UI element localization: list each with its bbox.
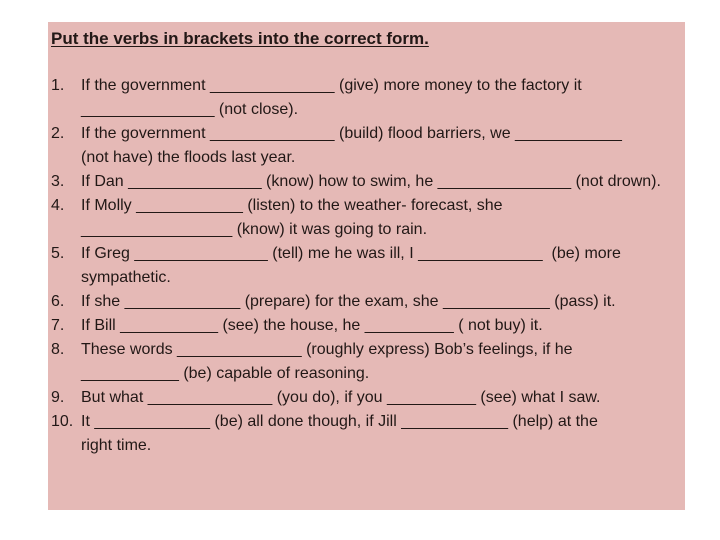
item-lines: If Greg _______________ (tell) me he was… (81, 242, 681, 290)
exercise-line: If Greg _______________ (tell) me he was… (81, 245, 621, 262)
exercise-item: 9. But what ______________ (you do), if y… (51, 386, 681, 410)
exercise-line: _________________ (know) it was going to… (81, 221, 428, 238)
exercise-item: 7. If Bill ___________ (see) the house, h… (51, 314, 681, 338)
exercise-line: ___________ (be) capable of reasoning. (81, 365, 370, 382)
item-number: 7. (51, 317, 65, 334)
exercise-item: 5. If Greg _______________ (tell) me he w… (51, 242, 681, 290)
exercise-item: 4. If Molly ____________ (listen) to the … (51, 194, 681, 242)
item-lines: If Bill ___________ (see) the house, he … (81, 314, 681, 338)
exercise-item: 1. If the government ______________ (give… (51, 74, 681, 122)
exercise-item: 3. If Dan _______________ (know) how to s… (51, 170, 681, 194)
exercise-list: 1. If the government ______________ (give… (51, 74, 681, 458)
exercise-line: It _____________ (be) all done though, i… (81, 413, 598, 430)
exercise-item: 8. These words ______________ (roughly ex… (51, 338, 681, 386)
item-number: 8. (51, 341, 65, 358)
item-number: 9. (51, 389, 65, 406)
item-number: 5. (51, 245, 65, 262)
exercise-item: 6. If she _____________ (prepare) for the… (51, 290, 681, 314)
exercise-line: _______________ (not close). (81, 101, 299, 118)
exercise-line: If Molly ____________ (listen) to the we… (81, 197, 503, 214)
item-lines: If Molly ____________ (listen) to the we… (81, 194, 681, 242)
exercise-item: 10. It _____________ (be) all done though… (51, 410, 681, 458)
item-lines: These words ______________ (roughly expr… (81, 338, 681, 386)
item-number: 1. (51, 77, 65, 94)
exercise-line: If she _____________ (prepare) for the e… (81, 293, 616, 310)
slide-content-panel: Put the verbs in brackets into the corre… (48, 22, 685, 510)
exercise-line: If the government ______________ (build)… (81, 125, 622, 142)
item-lines: If the government ______________ (build)… (81, 122, 681, 170)
item-lines: If she _____________ (prepare) for the e… (81, 290, 681, 314)
item-number: 4. (51, 197, 65, 214)
item-lines: If the government ______________ (give) … (81, 74, 681, 122)
exercise-line: These words ______________ (roughly expr… (81, 341, 573, 358)
item-number: 10. (51, 413, 74, 430)
item-number: 2. (51, 125, 65, 142)
exercise-line: sympathetic. (81, 269, 171, 286)
exercise-line: If the government ______________ (give) … (81, 77, 582, 94)
exercise-line: right time. (81, 437, 152, 454)
item-lines: But what ______________ (you do), if you… (81, 386, 681, 410)
item-number: 3. (51, 173, 65, 190)
exercise-line: If Dan _______________ (know) how to swi… (81, 173, 661, 190)
item-lines: It _____________ (be) all done though, i… (81, 410, 681, 458)
exercise-line: But what ______________ (you do), if you… (81, 389, 601, 406)
exercise-line: (not have) the floods last year. (81, 149, 296, 166)
exercise-item: 2. If the government ______________ (buil… (51, 122, 681, 170)
exercise-line: If Bill ___________ (see) the house, he … (81, 317, 543, 334)
item-number: 6. (51, 293, 65, 310)
slide-title: Put the verbs in brackets into the corre… (51, 29, 429, 48)
item-lines: If Dan _______________ (know) how to swi… (81, 170, 681, 194)
